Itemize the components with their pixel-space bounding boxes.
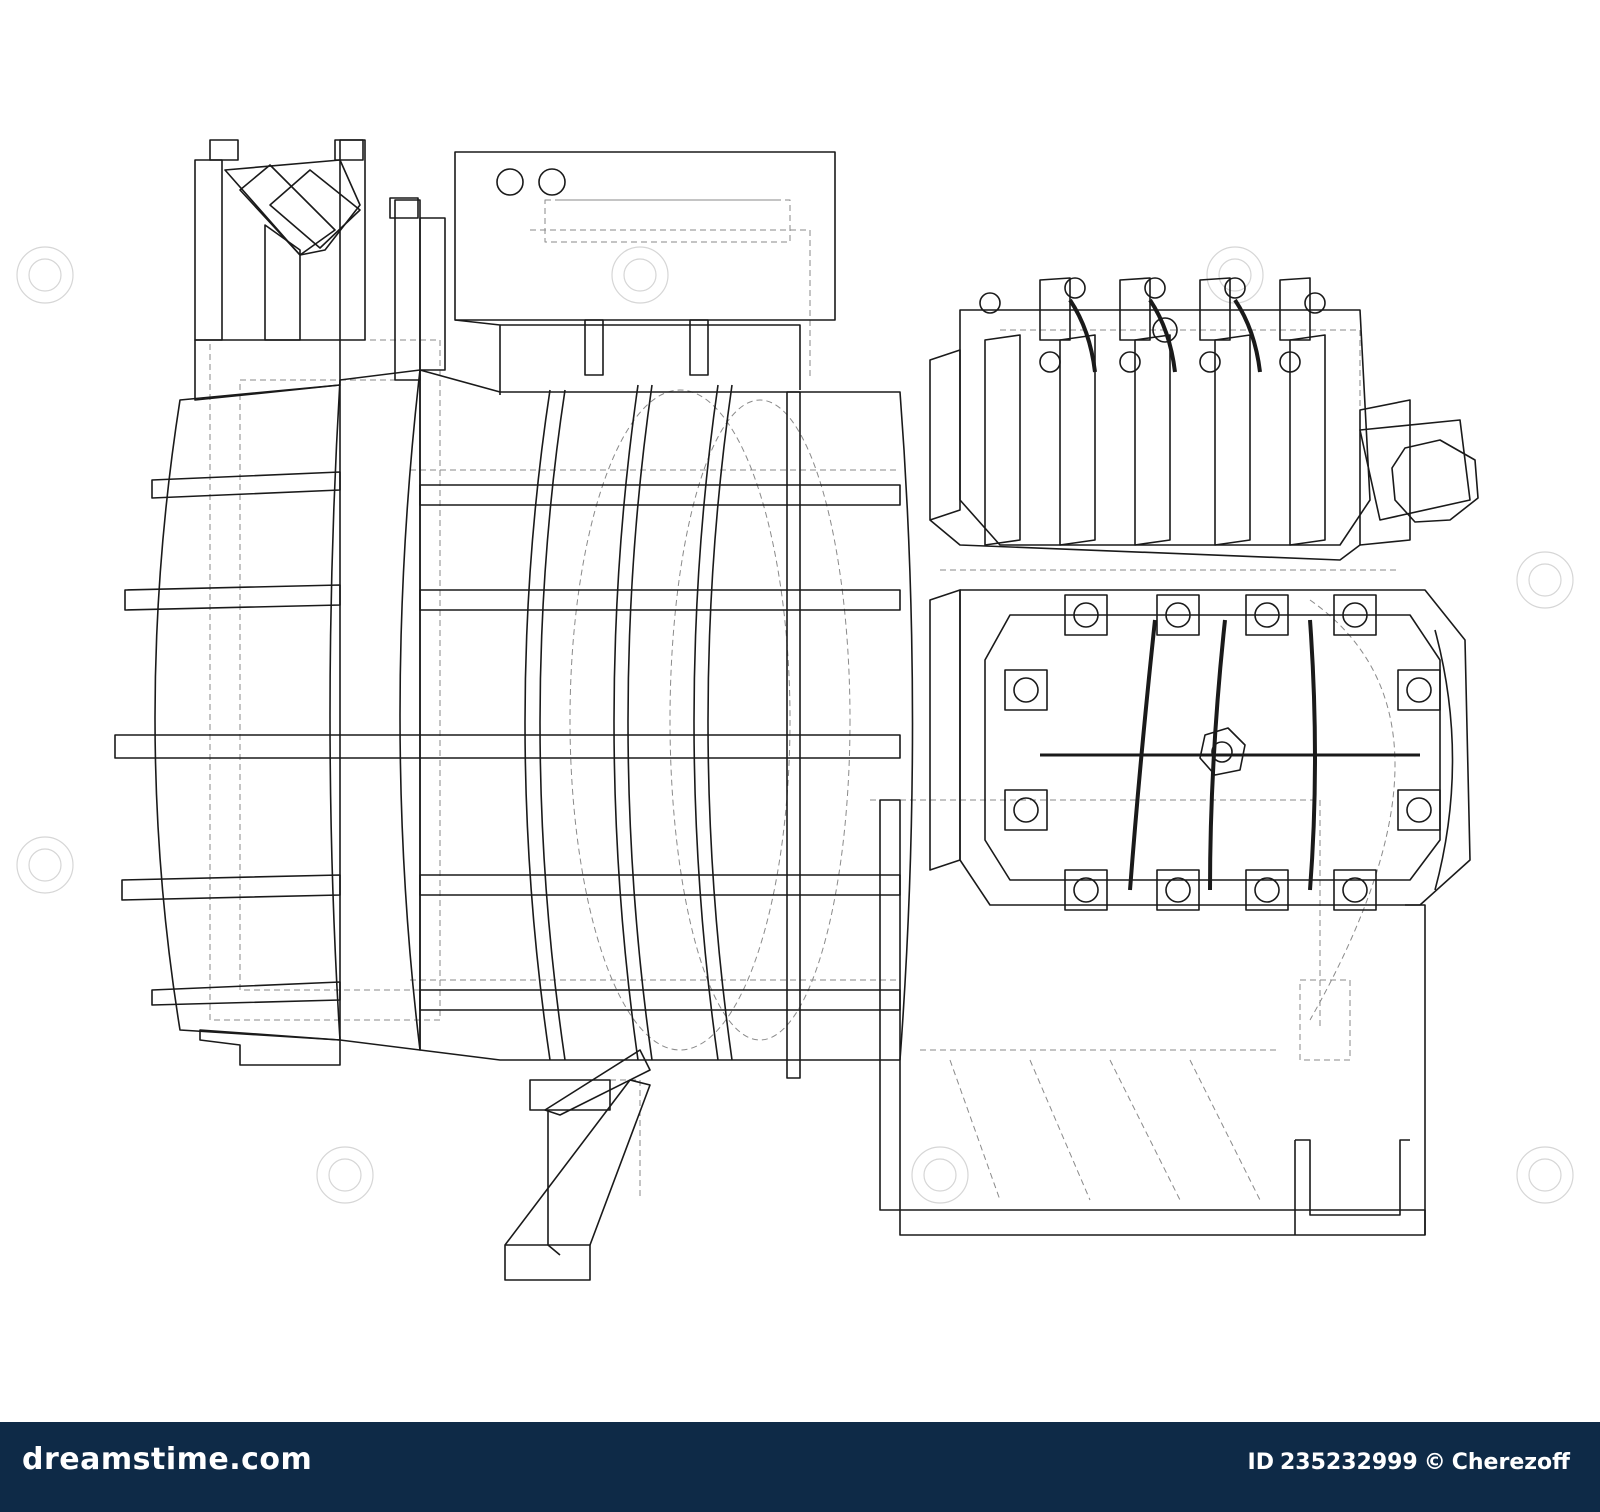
author-name: Cherezoff [1451, 1450, 1570, 1475]
cylinder-head [929, 277, 1411, 561]
motor-end-bell [114, 339, 901, 1066]
front-support-foot [504, 1049, 651, 1281]
discharge-port [1359, 419, 1479, 523]
copyright-symbol: © [1423, 1450, 1446, 1475]
rear-base-frame [879, 799, 1426, 1236]
id-label: ID [1247, 1450, 1274, 1475]
terminal-box [454, 151, 836, 395]
wireframe-drawing [16, 139, 1574, 1281]
terminal-indicator-left [496, 168, 524, 196]
motor-stator-housing [399, 369, 914, 1079]
cover-bolts [1004, 594, 1441, 911]
id-value: 235232999 [1279, 1450, 1418, 1475]
brand-logo: dreamstime.com [22, 1442, 313, 1477]
watermark-pattern [16, 246, 1574, 1204]
crankcase-cover [929, 589, 1471, 906]
suction-valve-assembly [194, 139, 446, 381]
hidden-lines [209, 199, 1400, 1201]
terminal-indicator-right [538, 168, 566, 196]
